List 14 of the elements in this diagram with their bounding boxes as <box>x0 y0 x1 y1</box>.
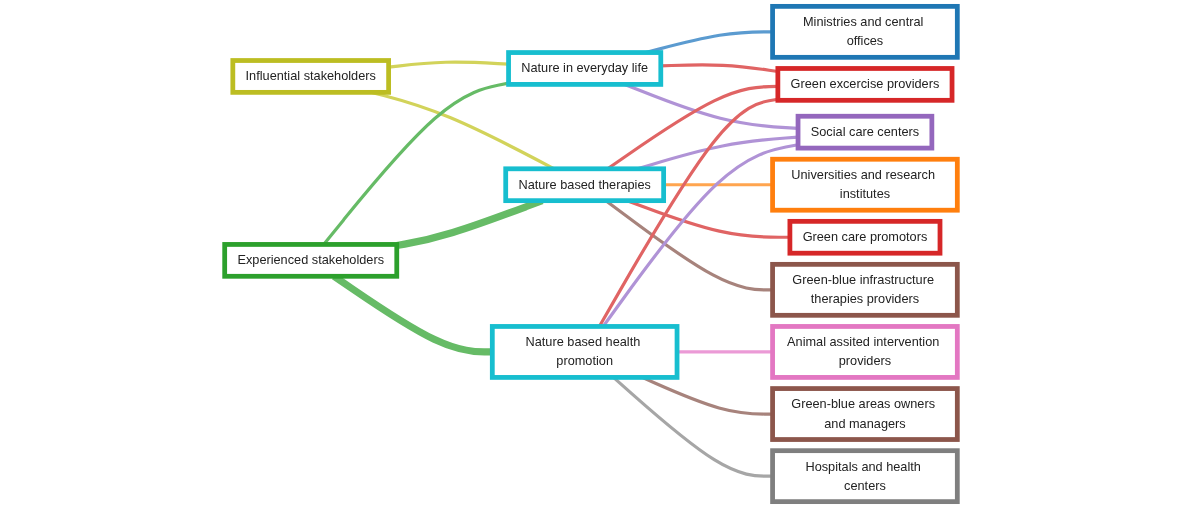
node-box: Experienced stakeholders <box>222 242 400 279</box>
node-box: Hospitals and health centers <box>770 448 960 504</box>
node-box: Animal assited intervention providers <box>770 324 960 380</box>
node-box: Universities and research institutes <box>770 156 960 213</box>
node-box: Nature based therapies <box>503 166 666 204</box>
node-box: Green care promotors <box>787 218 943 256</box>
node-box: Nature based health promotion <box>489 324 680 380</box>
node-box: Green-blue areas owners and managers <box>770 386 960 442</box>
node-box: Green-blue infrastructure therapies providers <box>770 261 960 318</box>
node-box: Nature in everyday life <box>506 50 664 87</box>
node-box: Influential stakeholders <box>230 58 391 95</box>
node-box: Social care centers <box>795 113 935 151</box>
node-box: Green excercise providers <box>775 66 955 103</box>
node-box: Ministries and central offices <box>770 4 960 60</box>
